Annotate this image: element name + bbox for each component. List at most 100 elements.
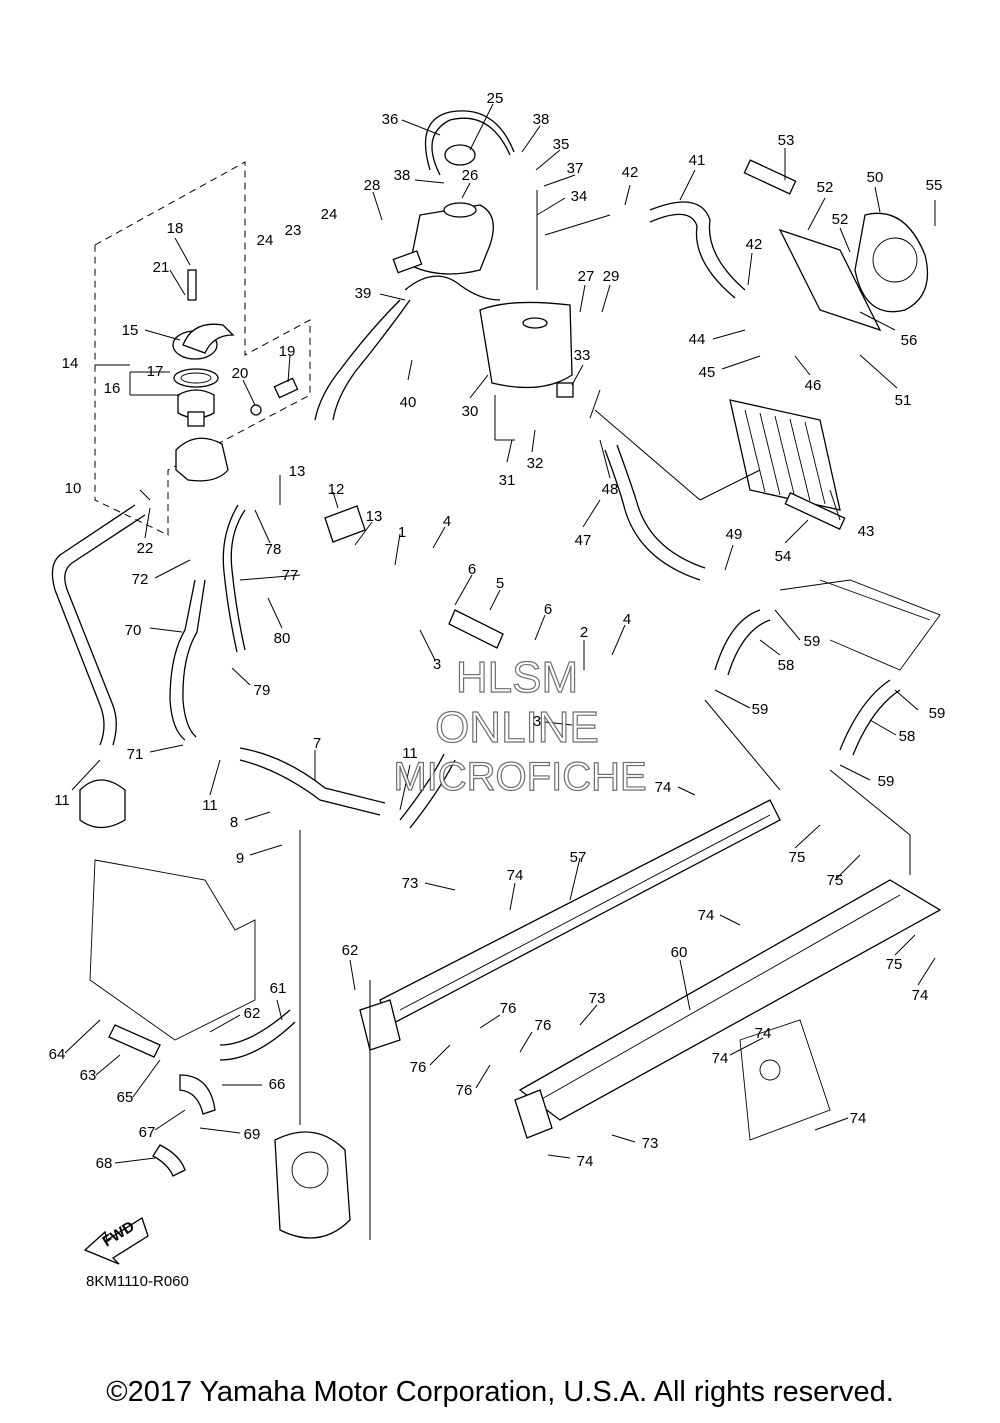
coolant-pipes: [359, 799, 942, 1139]
callout: 37: [567, 160, 584, 177]
callout: 10: [65, 480, 82, 497]
callout: 74: [755, 1025, 772, 1042]
callout: 5: [496, 575, 504, 592]
watermark-line-3: MICROFICHE: [393, 755, 646, 799]
callout: 17: [147, 363, 164, 380]
callout: 27: [578, 268, 595, 285]
callout: 54: [775, 548, 792, 565]
callout: 47: [575, 532, 592, 549]
callout: 41: [689, 152, 706, 169]
callout: 2: [580, 624, 588, 641]
callout: 45: [699, 364, 716, 381]
fwd-arrow-icon: FWD: [83, 1217, 149, 1265]
callout: 52: [832, 211, 849, 228]
callout: 39: [355, 285, 372, 302]
callout: 38: [394, 167, 411, 184]
callout: 21: [153, 259, 170, 276]
callout: 76: [456, 1082, 473, 1099]
callout: 42: [746, 236, 763, 253]
callout: 19: [279, 343, 296, 360]
callout: 29: [603, 268, 620, 285]
watermark-line-1: HLSM: [456, 653, 578, 702]
callout: 57: [570, 849, 587, 866]
callout: 15: [122, 322, 139, 339]
callout: 18: [167, 220, 184, 237]
callout: 34: [571, 188, 588, 205]
callout: 73: [642, 1135, 659, 1152]
callout: 77: [282, 567, 299, 584]
callout: 20: [232, 365, 249, 382]
radiator-cap-and-tank: [314, 110, 574, 421]
callout: 72: [132, 571, 149, 588]
engine-parts: [79, 779, 831, 1239]
callout: 3: [533, 713, 541, 730]
callout: 74: [577, 1153, 594, 1170]
callout: 70: [125, 622, 142, 639]
watermark: HLSM ONLINE MICROFICHE: [393, 652, 648, 799]
callout: 71: [127, 746, 144, 763]
callout: 35: [553, 136, 570, 153]
callout: 9: [236, 850, 244, 867]
callout: 52: [817, 179, 834, 196]
callout: 11: [54, 792, 70, 809]
diagram-code: 8KM1110-R060: [86, 1273, 189, 1290]
callout: 62: [244, 1005, 261, 1022]
callout: 24: [257, 232, 274, 249]
callout: 40: [400, 394, 417, 411]
callout: 42: [622, 164, 639, 181]
callout: 50: [867, 169, 884, 186]
callout: 74: [655, 779, 672, 796]
callout: 14: [62, 355, 79, 372]
callout: 4: [443, 513, 451, 530]
callout: 74: [712, 1050, 729, 1067]
callout: 4: [623, 611, 631, 628]
callout: 55: [926, 177, 943, 194]
callout: 75: [886, 956, 903, 973]
frame-section: [779, 579, 941, 671]
callout: 48: [602, 481, 619, 498]
callout: 75: [789, 849, 806, 866]
callout: 64: [49, 1046, 66, 1063]
callout: 7: [313, 735, 321, 752]
callout: 68: [96, 1155, 113, 1172]
callout: 80: [274, 630, 291, 647]
callout: 3: [433, 656, 441, 673]
callout: 13: [289, 463, 306, 480]
callout: 58: [778, 657, 795, 674]
callout: 66: [269, 1076, 286, 1093]
callout: 32: [527, 455, 544, 472]
callout: 30: [462, 403, 479, 420]
callout: 65: [117, 1089, 134, 1106]
callout: 49: [726, 526, 743, 543]
copyright-notice: ©2017 Yamaha Motor Corporation, U.S.A. A…: [106, 1376, 894, 1408]
callout: 11: [402, 745, 418, 762]
callout: 23: [285, 222, 302, 239]
thermostat-assembly: [172, 269, 299, 482]
callout: 74: [698, 907, 715, 924]
callout: 51: [895, 392, 912, 409]
watermark-line-2: ONLINE: [435, 703, 599, 752]
callout: 6: [544, 601, 552, 618]
callout: 79: [254, 682, 271, 699]
callout: 59: [929, 705, 946, 722]
callout: 1: [398, 524, 406, 541]
radiator: [729, 159, 929, 530]
callout: 56: [901, 332, 918, 349]
callout: 25: [487, 90, 504, 107]
callout: 8: [230, 814, 238, 831]
callout: 43: [858, 523, 875, 540]
callout: 16: [104, 380, 121, 397]
callout: 28: [364, 177, 381, 194]
callout: 75: [827, 872, 844, 889]
callout: 67: [139, 1124, 156, 1141]
callout: 46: [805, 377, 822, 394]
callout: 63: [80, 1067, 97, 1084]
callout: 12: [328, 481, 345, 498]
callout: 73: [589, 990, 606, 1007]
callout: 59: [804, 633, 821, 650]
callout: 13: [366, 508, 383, 525]
callout: 33: [574, 347, 591, 364]
callout: 22: [137, 540, 154, 557]
callout: 61: [270, 980, 287, 997]
thermostat-group-outline: [94, 161, 311, 536]
